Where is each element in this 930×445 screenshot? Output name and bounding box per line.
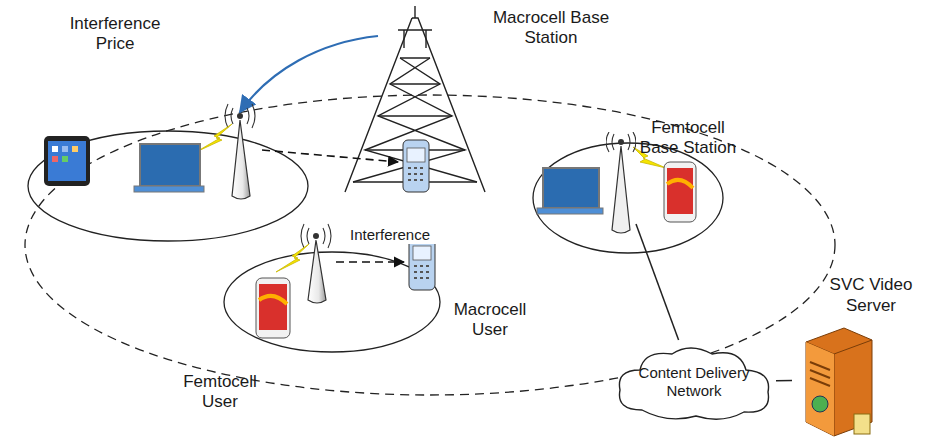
femtocell-antenna (225, 104, 255, 199)
tablet (44, 136, 90, 186)
macrocell-phone (403, 140, 429, 192)
annotation-label: Macrocell User (440, 300, 540, 341)
annotation-label: Macrocell Base Station (486, 8, 616, 49)
femtocell-coverage (224, 252, 440, 352)
annotation-label: Femtocell User (170, 372, 270, 413)
wireless-link (276, 244, 309, 272)
video-server: SVC Video Server (792, 322, 878, 438)
interference-arrow (262, 150, 398, 162)
antenna-shape (606, 132, 636, 234)
node-label: Femtocell Base Station (638, 118, 738, 159)
cloud-network: Content Delivery Network (612, 340, 776, 424)
femtocell-coverage (28, 131, 308, 241)
annotation-label: Interference Price (50, 14, 180, 55)
phone (664, 162, 696, 222)
wireless-link (196, 124, 232, 152)
network-link (636, 224, 679, 340)
laptop (134, 144, 204, 192)
femtocell-base-station: Femtocell Base Station (606, 132, 636, 234)
macrocell-phone (409, 238, 435, 290)
macrocell-coverage (25, 95, 835, 395)
phone (256, 278, 290, 338)
server-shape (792, 322, 878, 438)
interference-arrow (336, 261, 404, 263)
node-label: Content Delivery Network (630, 364, 758, 400)
femtocell-antenna (301, 224, 331, 303)
macrocell-tower (345, 6, 485, 192)
network-link (776, 380, 792, 381)
femtocell-coverage (533, 143, 723, 253)
laptop (537, 168, 603, 214)
interference-price-arrow (240, 36, 378, 112)
node-label: SVC Video Server (816, 275, 926, 316)
annotation-label: Interference (340, 226, 440, 244)
